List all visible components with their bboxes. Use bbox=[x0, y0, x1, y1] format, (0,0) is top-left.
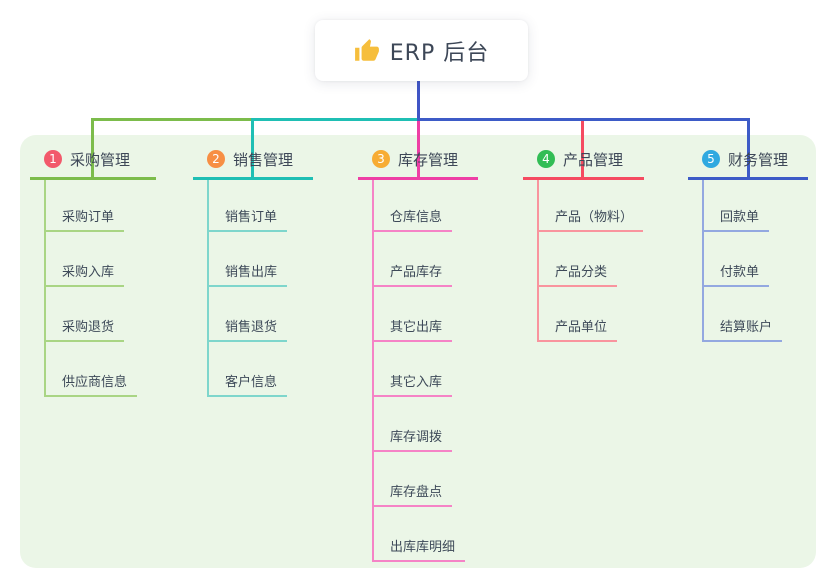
bus-segment-blue bbox=[417, 118, 750, 121]
child-node[interactable]: 采购订单 bbox=[46, 211, 125, 232]
branch-title: 销售管理 bbox=[233, 150, 294, 169]
branch-purchase: 1 采购管理 采购订单 采购入库 采购退货 供应商信息 bbox=[30, 149, 156, 397]
branch-1-drop-line bbox=[91, 118, 94, 179]
child-node[interactable]: 库存盘点 bbox=[374, 486, 453, 507]
branch-2-drop-line bbox=[251, 118, 254, 179]
child-node[interactable]: 库存调拨 bbox=[374, 431, 453, 452]
branch-children: 回款单 付款单 结算账户 bbox=[702, 180, 783, 342]
root-connector-line bbox=[417, 81, 420, 118]
branch-number-badge: 2 bbox=[207, 150, 225, 168]
child-node[interactable]: 销售订单 bbox=[209, 211, 288, 232]
child-node[interactable]: 采购退货 bbox=[46, 321, 125, 342]
child-node[interactable]: 产品单位 bbox=[539, 321, 618, 342]
child-node[interactable]: 其它出库 bbox=[374, 321, 453, 342]
child-node[interactable]: 结算账户 bbox=[704, 321, 783, 342]
branch-4-drop-line bbox=[581, 121, 584, 179]
branch-sales: 2 销售管理 销售订单 销售出库 销售退货 客户信息 bbox=[193, 149, 313, 397]
branch-node-purchase[interactable]: 1 采购管理 bbox=[30, 149, 156, 180]
branch-number-badge: 3 bbox=[372, 150, 390, 168]
child-node[interactable]: 销售出库 bbox=[209, 266, 288, 287]
branch-node-finance[interactable]: 5 财务管理 bbox=[688, 149, 808, 180]
branch-number-badge: 5 bbox=[702, 150, 720, 168]
branch-finance: 5 财务管理 回款单 付款单 结算账户 bbox=[688, 149, 808, 342]
branch-product: 4 产品管理 产品（物料） 产品分类 产品单位 bbox=[523, 149, 644, 342]
branch-children: 销售订单 销售出库 销售退货 客户信息 bbox=[207, 180, 288, 397]
child-node[interactable]: 出库库明细 bbox=[374, 541, 466, 562]
branch-5-drop-line bbox=[747, 118, 750, 179]
branch-node-product[interactable]: 4 产品管理 bbox=[523, 149, 644, 180]
root-node[interactable]: ERP 后台 bbox=[315, 20, 528, 81]
child-node[interactable]: 销售退货 bbox=[209, 321, 288, 342]
branch-children: 仓库信息 产品库存 其它出库 其它入库 库存调拨 库存盘点 出库库明细 bbox=[372, 180, 466, 562]
branch-title: 采购管理 bbox=[70, 150, 131, 169]
child-node[interactable]: 产品（物料） bbox=[539, 211, 644, 232]
child-node[interactable]: 采购入库 bbox=[46, 266, 125, 287]
bus-segment-teal bbox=[251, 118, 419, 121]
thumbs-up-icon bbox=[354, 38, 380, 64]
branch-title: 库存管理 bbox=[398, 150, 459, 169]
branch-number-badge: 1 bbox=[44, 150, 62, 168]
child-node[interactable]: 其它入库 bbox=[374, 376, 453, 397]
root-node-label: ERP 后台 bbox=[389, 40, 490, 66]
child-node[interactable]: 产品分类 bbox=[539, 266, 618, 287]
branch-node-inventory[interactable]: 3 库存管理 bbox=[358, 149, 478, 180]
child-node[interactable]: 付款单 bbox=[704, 266, 770, 287]
branch-children: 采购订单 采购入库 采购退货 供应商信息 bbox=[44, 180, 138, 397]
child-node[interactable]: 仓库信息 bbox=[374, 211, 453, 232]
bus-segment-green bbox=[91, 118, 253, 121]
branches-panel bbox=[20, 135, 816, 568]
child-node[interactable]: 产品库存 bbox=[374, 266, 453, 287]
branch-inventory: 3 库存管理 仓库信息 产品库存 其它出库 其它入库 库存调拨 库存盘点 出库库… bbox=[358, 149, 478, 562]
child-node[interactable]: 回款单 bbox=[704, 211, 770, 232]
branch-3-drop-line bbox=[417, 121, 420, 179]
child-node[interactable]: 供应商信息 bbox=[46, 376, 138, 397]
child-node[interactable]: 客户信息 bbox=[209, 376, 288, 397]
branch-number-badge: 4 bbox=[537, 150, 555, 168]
branch-title: 产品管理 bbox=[563, 150, 624, 169]
branch-node-sales[interactable]: 2 销售管理 bbox=[193, 149, 313, 180]
branch-title: 财务管理 bbox=[728, 150, 789, 169]
branch-children: 产品（物料） 产品分类 产品单位 bbox=[537, 180, 644, 342]
